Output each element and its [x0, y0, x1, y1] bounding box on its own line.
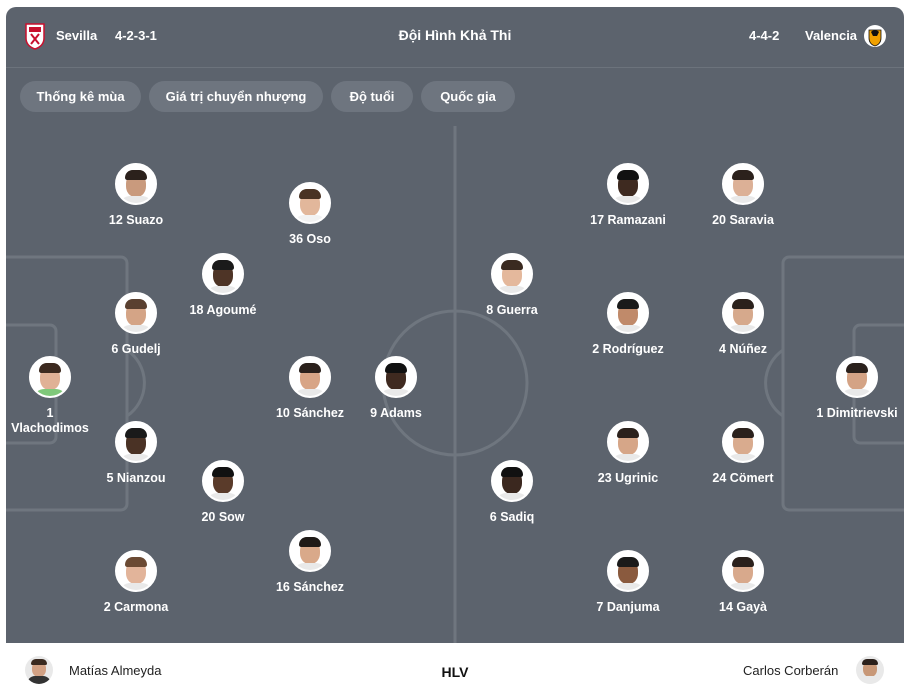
player-danjuma[interactable]: 7 Danjuma: [568, 550, 688, 615]
coach-footer: Matías Almeyda HLV Carlos Corberán: [6, 643, 904, 700]
player-label: 5 Nianzou: [106, 471, 166, 485]
player-label: 1 Dimitrievski: [816, 406, 898, 420]
player-photo: [607, 163, 649, 205]
home-coach-avatar[interactable]: [25, 656, 53, 684]
player-photo: [607, 550, 649, 592]
player-photo: [115, 550, 157, 592]
player-photo: [491, 253, 533, 295]
player-label: 18 Agoumé: [189, 303, 257, 317]
player-label: 20 Saravia: [712, 213, 774, 227]
player-label: 1 Vlachodimos: [11, 406, 89, 435]
player-sanchez-10[interactable]: 10 Sánchez: [250, 356, 370, 421]
player-gudelj[interactable]: 6 Gudelj: [76, 292, 196, 357]
player-comert[interactable]: 24 Cömert: [683, 421, 803, 486]
player-label: 4 Núñez: [719, 342, 767, 356]
player-sanchez-16[interactable]: 16 Sánchez: [250, 530, 370, 595]
player-ugrinic[interactable]: 23 Ugrinic: [568, 421, 688, 486]
lineup-card: Sevilla 4-2-3-1 Đội Hình Khả Thi 4-4-2 V…: [6, 7, 904, 700]
player-label: 17 Ramazani: [590, 213, 666, 227]
filter-country[interactable]: Quốc gia: [421, 81, 515, 112]
player-label: 36 Oso: [289, 232, 331, 246]
away-formation: 4-4-2: [749, 28, 780, 43]
player-rodriguez[interactable]: 2 Rodríguez: [568, 292, 688, 357]
player-label: 10 Sánchez: [275, 406, 345, 420]
player-photo: [202, 460, 244, 502]
player-label: 7 Danjuma: [596, 600, 660, 614]
player-agoume[interactable]: 18 Agoumé: [163, 253, 283, 318]
player-photo: [115, 163, 157, 205]
page-title: Đội Hình Khả Thi: [398, 27, 512, 43]
player-nianzou[interactable]: 5 Nianzou: [76, 421, 196, 486]
player-vlachodimos[interactable]: 1 Vlachodimos: [6, 356, 110, 436]
player-label: 24 Cömert: [712, 471, 774, 485]
sevilla-logo-icon: [25, 23, 45, 50]
player-dimitrievski[interactable]: 1 Dimitrievski: [797, 356, 904, 421]
player-photo: [722, 163, 764, 205]
player-ramazani[interactable]: 17 Ramazani: [568, 163, 688, 228]
player-photo: [289, 182, 331, 224]
player-label: 20 Sow: [201, 510, 245, 524]
coach-label: HLV: [441, 664, 469, 680]
player-sow[interactable]: 20 Sow: [163, 460, 283, 525]
player-oso[interactable]: 36 Oso: [250, 182, 370, 247]
filter-bar: Thống kê mùa Giá trị chuyển nhượng Độ tu…: [6, 68, 904, 126]
player-adams[interactable]: 9 Adams: [336, 356, 456, 421]
valencia-logo-icon: [864, 25, 886, 47]
filter-age[interactable]: Độ tuổi: [331, 81, 413, 112]
away-team-name: Valencia: [805, 28, 858, 43]
player-photo: [722, 292, 764, 334]
player-label: 8 Guerra: [486, 303, 538, 317]
player-label: 16 Sánchez: [275, 580, 345, 594]
pitch: 12 Suazo 36 Oso 18 Agoumé 6 Gudelj 1 Vla…: [6, 126, 904, 643]
player-photo: [491, 460, 533, 502]
player-photo: [202, 253, 244, 295]
player-label: 6 Gudelj: [111, 342, 161, 356]
player-photo: [722, 421, 764, 463]
pitch-lines: [6, 126, 904, 643]
home-coach-name[interactable]: Matías Almeyda: [69, 663, 162, 678]
player-photo: [115, 421, 157, 463]
player-label: 9 Adams: [370, 406, 422, 420]
player-photo: [115, 292, 157, 334]
player-carmona[interactable]: 2 Carmona: [76, 550, 196, 615]
player-label: 23 Ugrinic: [597, 471, 659, 485]
player-photo: [289, 530, 331, 572]
player-sadiq[interactable]: 6 Sadiq: [452, 460, 572, 525]
player-photo: [607, 421, 649, 463]
player-label: 2 Rodríguez: [592, 342, 664, 356]
player-label: 2 Carmona: [103, 600, 169, 614]
player-nunez[interactable]: 4 Núñez: [683, 292, 803, 357]
player-saravia[interactable]: 20 Saravia: [683, 163, 803, 228]
away-coach-avatar[interactable]: [856, 656, 884, 684]
home-team-name: Sevilla: [56, 28, 98, 43]
player-photo: [607, 292, 649, 334]
player-guerra[interactable]: 8 Guerra: [452, 253, 572, 318]
player-photo: [289, 356, 331, 398]
away-coach-name[interactable]: Carlos Corberán: [743, 663, 839, 678]
filter-transfer-value[interactable]: Giá trị chuyển nhượng: [149, 81, 323, 112]
player-gaya[interactable]: 14 Gayà: [683, 550, 803, 615]
player-photo: [29, 356, 71, 398]
lineup-header: Sevilla 4-2-3-1 Đội Hình Khả Thi 4-4-2 V…: [6, 7, 904, 68]
player-photo: [722, 550, 764, 592]
player-photo: [375, 356, 417, 398]
player-label: 12 Suazo: [108, 213, 164, 227]
filter-season-stats[interactable]: Thống kê mùa: [20, 81, 141, 112]
player-label: 14 Gayà: [719, 600, 767, 614]
player-photo: [836, 356, 878, 398]
home-formation: 4-2-3-1: [115, 28, 157, 43]
player-label: 6 Sadiq: [489, 510, 535, 524]
player-suazo[interactable]: 12 Suazo: [76, 163, 196, 228]
